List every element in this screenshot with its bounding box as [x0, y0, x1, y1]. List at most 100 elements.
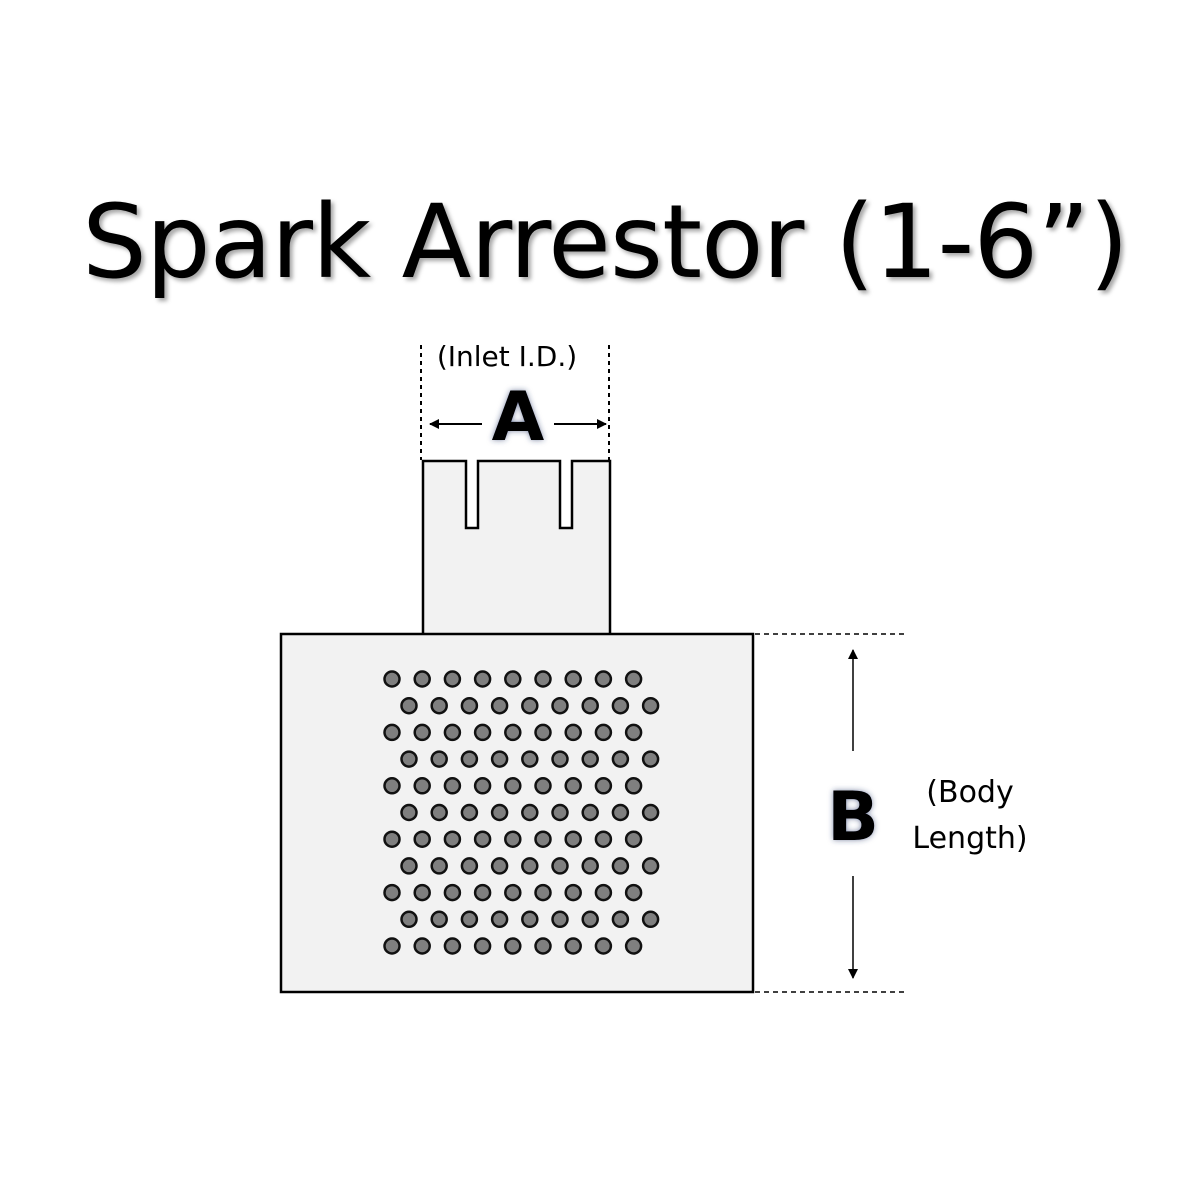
dimension-a-letter: A	[492, 378, 545, 457]
perforation-hole	[534, 777, 552, 795]
perforation-hole	[473, 777, 492, 795]
perforation-hole	[611, 910, 630, 929]
perforation-hole	[413, 777, 431, 795]
perforation-hole	[594, 937, 613, 955]
perforation-hole	[413, 937, 431, 955]
perforation-hole	[443, 670, 462, 688]
perforation-hole	[594, 830, 613, 848]
perforation-hole	[521, 696, 539, 715]
perforation-hole	[400, 696, 418, 715]
perforation-hole	[460, 910, 479, 929]
perforation-hole	[624, 937, 643, 955]
perforation-hole	[564, 670, 582, 688]
perforation-hole	[400, 750, 418, 768]
perforation-hole	[594, 883, 613, 902]
perforation-hole	[460, 857, 479, 875]
perforation-hole	[611, 803, 630, 822]
perforation-hole	[460, 750, 479, 768]
perforation-hole	[564, 883, 582, 902]
perforation-hole	[490, 750, 509, 768]
perforation-hole	[521, 857, 539, 875]
perforation-hole	[521, 910, 539, 929]
perforation-hole	[611, 857, 630, 875]
perforation-hole	[564, 777, 582, 795]
perforation-hole	[504, 830, 522, 848]
perforation-hole	[581, 803, 599, 822]
perforation-hole	[413, 830, 431, 848]
perforation-hole	[594, 777, 613, 795]
inlet-id-label: (Inlet I.D.)	[437, 340, 577, 373]
perforation-hole	[383, 723, 401, 742]
perforation-hole	[641, 803, 660, 822]
perforation-hole	[413, 883, 431, 902]
perforation-hole	[594, 670, 613, 688]
perforation-hole	[400, 803, 418, 822]
perforation-hole	[443, 830, 462, 848]
perforation-hole	[400, 857, 418, 875]
perforation-hole	[521, 803, 539, 822]
perforation-hole	[534, 937, 552, 955]
perforation-hole	[534, 830, 552, 848]
perforation-hole	[534, 883, 552, 902]
dimension-b-letter: B	[827, 778, 879, 857]
perforation-hole	[473, 670, 492, 688]
perforation-hole	[473, 830, 492, 848]
perforation-hole	[641, 910, 660, 929]
perforation-hole	[490, 803, 509, 822]
perforation-hole	[581, 910, 599, 929]
perforation-hole	[551, 857, 569, 875]
perforation-hole	[624, 723, 643, 742]
perforation-hole	[611, 696, 630, 715]
perforation-hole	[534, 723, 552, 742]
perforation-hole	[624, 883, 643, 902]
perforation-hole	[430, 696, 448, 715]
inlet-pipe	[421, 459, 612, 633]
perforation-hole	[383, 937, 401, 955]
perforation-hole	[534, 670, 552, 688]
perforation-hole	[473, 883, 492, 902]
perforation-hole	[383, 883, 401, 902]
perforation-hole	[641, 857, 660, 875]
perforation-hole	[430, 803, 448, 822]
arrestor-body	[279, 632, 755, 994]
body-length-label-line1: (Body	[926, 775, 1013, 810]
perforation-hole	[564, 723, 582, 742]
perforation-hole	[641, 750, 660, 768]
perforation-hole	[460, 696, 479, 715]
perforation-hole	[551, 910, 569, 929]
perforation-hole	[443, 883, 462, 902]
perforation-hole	[594, 723, 613, 742]
perforation-hole	[490, 857, 509, 875]
perforation-hole	[460, 803, 479, 822]
perforation-hole	[383, 830, 401, 848]
body-length-label-line2: Length)	[912, 821, 1027, 856]
perforation-hole	[504, 723, 522, 742]
perforation-hole	[521, 750, 539, 768]
perforation-hole	[430, 857, 448, 875]
perforation-pattern	[383, 670, 660, 955]
perforation-hole	[443, 937, 462, 955]
perforation-hole	[624, 670, 643, 688]
perforation-hole	[551, 803, 569, 822]
perforation-hole	[383, 670, 401, 688]
perforation-hole	[641, 696, 660, 715]
perforation-hole	[581, 750, 599, 768]
perforation-hole	[504, 937, 522, 955]
diagram-title: Spark Arrestor (1-6”)	[82, 183, 1129, 302]
perforation-hole	[413, 670, 431, 688]
perforation-hole	[581, 696, 599, 715]
perforation-hole	[551, 750, 569, 768]
perforation-hole	[443, 723, 462, 742]
perforation-hole	[430, 910, 448, 929]
perforation-hole	[443, 777, 462, 795]
perforation-hole	[430, 750, 448, 768]
perforation-hole	[504, 777, 522, 795]
perforation-hole	[551, 696, 569, 715]
perforation-hole	[490, 696, 509, 715]
perforation-hole	[624, 830, 643, 848]
perforation-hole	[504, 670, 522, 688]
perforation-hole	[564, 937, 582, 955]
perforation-hole	[473, 723, 492, 742]
perforation-hole	[504, 883, 522, 902]
